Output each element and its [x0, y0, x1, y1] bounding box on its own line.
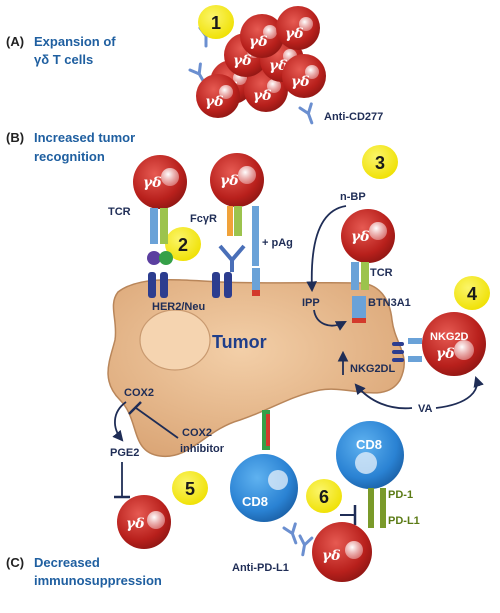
- section-c-letter: (C): [6, 555, 24, 570]
- section-a-title-line1: Expansion of: [34, 34, 116, 49]
- btn3a1-label: BTN3A1: [368, 297, 411, 309]
- svg-text:γδ: γδ: [220, 173, 239, 189]
- cox2-inhibitor-line: [135, 407, 179, 439]
- gd-cell: γδ: [282, 54, 326, 98]
- pag-label: + pAg: [262, 237, 293, 249]
- svg-text:5: 5: [185, 479, 195, 499]
- svg-text:3: 3: [375, 153, 385, 173]
- pag-receptor-stack: [252, 206, 260, 296]
- section-b-title-line1: Increased tumor: [34, 130, 135, 145]
- anti-cd277-label: Anti-CD277: [324, 111, 383, 123]
- section-b-heading: (B) Increased tumor recognition: [6, 130, 135, 164]
- section-c-heading: (C) Decreased immunosuppression: [6, 555, 162, 588]
- ipp-arrow: [313, 309, 347, 331]
- fcgr-receptor-stack: [218, 206, 246, 272]
- svg-text:γδ: γδ: [126, 516, 145, 532]
- cox2-label: COX2: [124, 387, 154, 399]
- cox2-inhibitor-label-line1: COX2: [182, 427, 212, 439]
- section-c-title-line1: Decreased: [34, 555, 100, 570]
- tcr-label-left: TCR: [108, 206, 131, 218]
- va-label: VA: [418, 403, 433, 415]
- svg-text:γδ: γδ: [351, 229, 370, 245]
- ipp-label: IPP: [302, 297, 320, 309]
- gd-cell-suppressed: γδ: [117, 495, 171, 549]
- svg-text:4: 4: [467, 284, 477, 304]
- section-a-letter: (A): [6, 34, 24, 49]
- cd8-cell-left: CD8: [230, 454, 298, 522]
- pd1-label: PD-1: [388, 489, 413, 501]
- svg-text:γδ: γδ: [285, 26, 304, 42]
- antibody-icon: [298, 534, 314, 557]
- pdl1-label: PD-L1: [388, 515, 420, 527]
- svg-text:6: 6: [319, 487, 329, 507]
- pd1-pdl1-interaction: [340, 488, 386, 528]
- svg-text:γδ: γδ: [436, 346, 455, 362]
- section-c-title-line2: immunosuppression: [34, 573, 162, 588]
- number-badge-4: 4: [454, 276, 490, 310]
- svg-text:γδ: γδ: [253, 88, 272, 104]
- tcr-label-right: TCR: [370, 267, 393, 279]
- tumor-nucleus: [139, 309, 211, 371]
- tcr-receptor-stack: [147, 208, 173, 265]
- anti-pdl1-label: Anti-PD-L1: [232, 562, 289, 574]
- cd8-receptor-stack: [262, 410, 270, 450]
- cox2-inhibitor-bar: [128, 401, 142, 415]
- svg-text:γδ: γδ: [322, 548, 341, 564]
- cd8-cell-right: CD8: [336, 421, 404, 489]
- gd-cell-fcgr: γδ: [210, 153, 264, 207]
- n-bp-label: n-BP: [340, 191, 366, 203]
- her2-neu-label: HER2/Neu: [152, 301, 205, 313]
- svg-text:γδ: γδ: [249, 34, 268, 50]
- svg-text:CD8: CD8: [356, 437, 382, 452]
- section-b-letter: (B): [6, 130, 24, 145]
- va-arrow-left: [354, 383, 413, 410]
- n-bp-arrow: [306, 205, 347, 293]
- svg-text:γδ: γδ: [205, 94, 224, 110]
- number-badge-2: 2: [165, 227, 201, 261]
- gd-cell-tcr: γδ: [133, 155, 187, 209]
- number-badge-6: 6: [306, 479, 342, 513]
- antibody-icon: [282, 522, 298, 545]
- gd-cell-nkg2d: NKG2D γδ: [422, 312, 486, 376]
- svg-text:γδ: γδ: [291, 74, 310, 90]
- nkg2dl-ligands: [392, 338, 422, 362]
- gd-cell: γδ: [240, 14, 284, 58]
- gd-cell-pdl1: γδ: [312, 522, 372, 582]
- svg-text:γδ: γδ: [143, 175, 162, 191]
- section-b-title-line2: recognition: [34, 149, 105, 164]
- svg-text:CD8: CD8: [242, 494, 268, 509]
- tumor-label: Tumor: [212, 332, 267, 352]
- svg-text:γδ: γδ: [233, 53, 252, 69]
- section-a-heading: (A) Expansion of γδ T cells: [6, 34, 116, 67]
- pge2-label: PGE2: [110, 447, 139, 459]
- her2-neu-receptors: [148, 272, 232, 298]
- svg-text:1: 1: [211, 13, 221, 33]
- va-arrow-up: [435, 375, 484, 409]
- gd-cell: γδ: [276, 6, 320, 50]
- number-badge-1: 1: [198, 5, 234, 39]
- section-a-title-line2: γδ T cells: [34, 52, 93, 67]
- cox2-inhibitor-label-line2: inhibitor: [180, 443, 225, 455]
- number-badge-5: 5: [172, 471, 208, 505]
- cox2-to-pge2-arrow: [112, 401, 127, 442]
- svg-text:NKG2D: NKG2D: [430, 331, 469, 343]
- svg-text:2: 2: [178, 235, 188, 255]
- btn3a1-receptor-stack: [351, 262, 369, 323]
- anti-pdl1-antibodies: [282, 522, 314, 557]
- fcgr-label: FcγR: [190, 213, 217, 225]
- number-badge-3: 3: [362, 145, 398, 179]
- gd-cell-cluster: γδ γδ γδ γδ γδ γδ γδ γδ: [196, 6, 326, 118]
- gd-cell-btn3a1: γδ: [341, 209, 395, 263]
- gd-cell: γδ: [196, 74, 240, 118]
- nkg2dl-label: NKG2DL: [350, 363, 396, 375]
- antibody-icon: [298, 102, 314, 125]
